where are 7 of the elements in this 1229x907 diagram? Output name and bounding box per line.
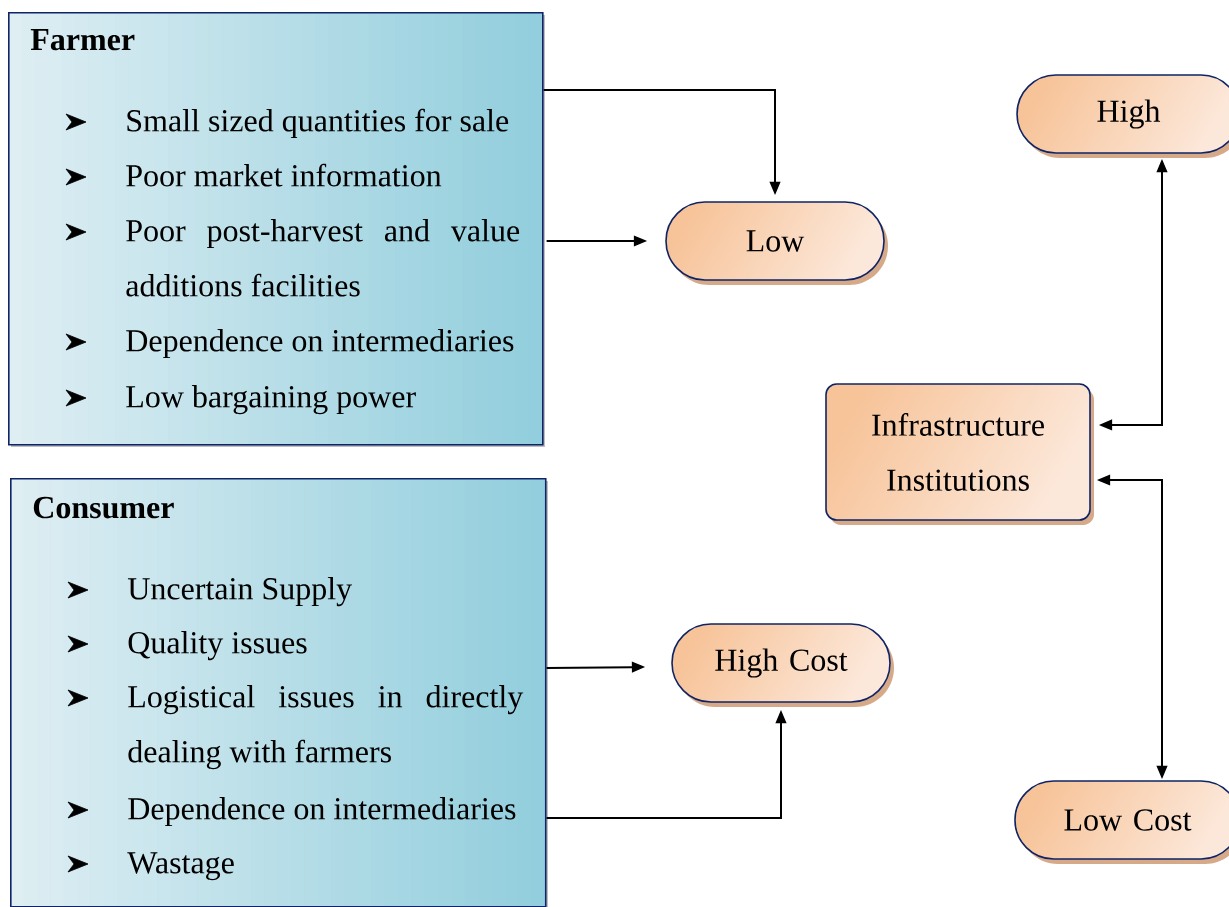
process-box: Infrastructure Institutions: [825, 383, 1094, 525]
rounded-box: High: [1016, 74, 1229, 158]
rounded-box: Low Cost: [1014, 780, 1229, 864]
list-panel: Consumer Uncertain Supply Quality issues Logistical issues in directly dealing with farmers Dependence on intermediaries Wastage: [10, 478, 548, 907]
rounded-box: Low: [665, 201, 888, 285]
rounded-box: High Cost: [671, 623, 894, 707]
list-panel: Farmer Small sized quantities for sale Poor market information Poor post-harvest and value additions facilities Dependence on intermediaries Low bargaining power: [8, 12, 545, 447]
